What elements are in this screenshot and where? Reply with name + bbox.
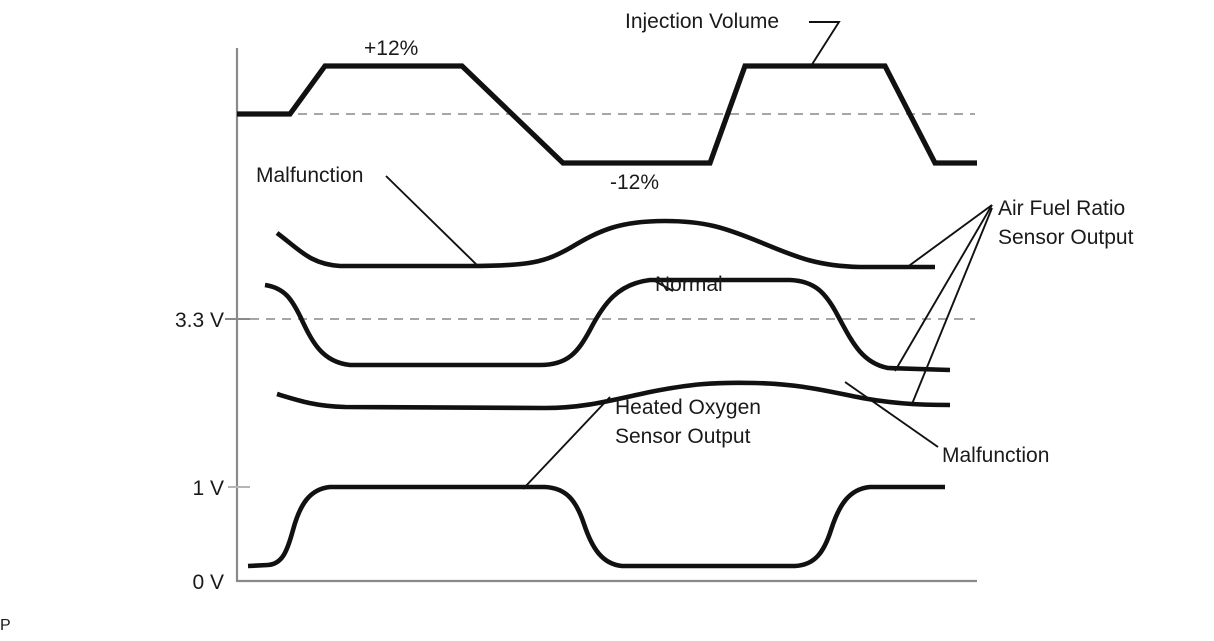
leader-afr-lower <box>894 204 993 372</box>
leader-normal <box>652 279 674 292</box>
afr-malfunction-trace <box>275 218 935 270</box>
corner-page-mark: P <box>0 617 11 634</box>
injection-volume-waveform-path <box>237 63 977 166</box>
afr-normal-trace <box>264 277 951 373</box>
leader-heated-oxygen-malfunction <box>911 207 993 405</box>
afr-normal-waveform-path <box>264 277 951 373</box>
label-malfunction-upper: Malfunction <box>256 164 363 187</box>
injection-volume-trace <box>237 63 977 166</box>
leader-malfunction-upper <box>385 175 480 268</box>
label-malfunction-lower: Malfunction <box>942 444 1049 467</box>
leader-malfunction-lower <box>844 381 939 448</box>
label-normal: Normal <box>655 273 723 296</box>
axis-label-1v: 1 V <box>192 477 224 500</box>
heated-oxygen-malfunction-trace <box>276 380 951 411</box>
axis-label-3p3v: 3.3 V <box>175 309 224 332</box>
label-injection-volume: Injection Volume <box>625 10 779 33</box>
label-heated-oxygen-line1: Heated Oxygen <box>615 396 761 419</box>
axes-group <box>235 48 977 583</box>
leader-heated-oxygen-sensor <box>522 396 611 490</box>
label-minus-12-percent: -12% <box>610 171 659 194</box>
reference-lines-group <box>250 113 975 320</box>
heated-oxygen-sensor-trace <box>247 484 945 569</box>
leader-injection-volume <box>809 21 841 67</box>
text-labels-group: Injection Volume +12% -12% Malfunction N… <box>256 10 1134 467</box>
leader-lines-group <box>385 21 993 490</box>
label-plus-12-percent: +12% <box>364 37 418 60</box>
heated-oxygen-sensor-waveform-path <box>247 484 945 569</box>
label-heated-oxygen-line2: Sensor Output <box>615 425 751 448</box>
heated-oxygen-malfunction-waveform-path <box>276 380 951 411</box>
label-air-fuel-ratio-line2: Sensor Output <box>998 226 1134 249</box>
label-air-fuel-ratio-line1: Air Fuel Ratio <box>998 197 1125 220</box>
axis-tick-labels: 3.3 V 1 V 0 V <box>175 309 224 594</box>
afr-malfunction-waveform-path <box>275 218 935 270</box>
axis-label-0v: 0 V <box>192 571 224 594</box>
leader-afr-upper <box>905 204 993 269</box>
axis-ticks-group <box>225 318 250 488</box>
